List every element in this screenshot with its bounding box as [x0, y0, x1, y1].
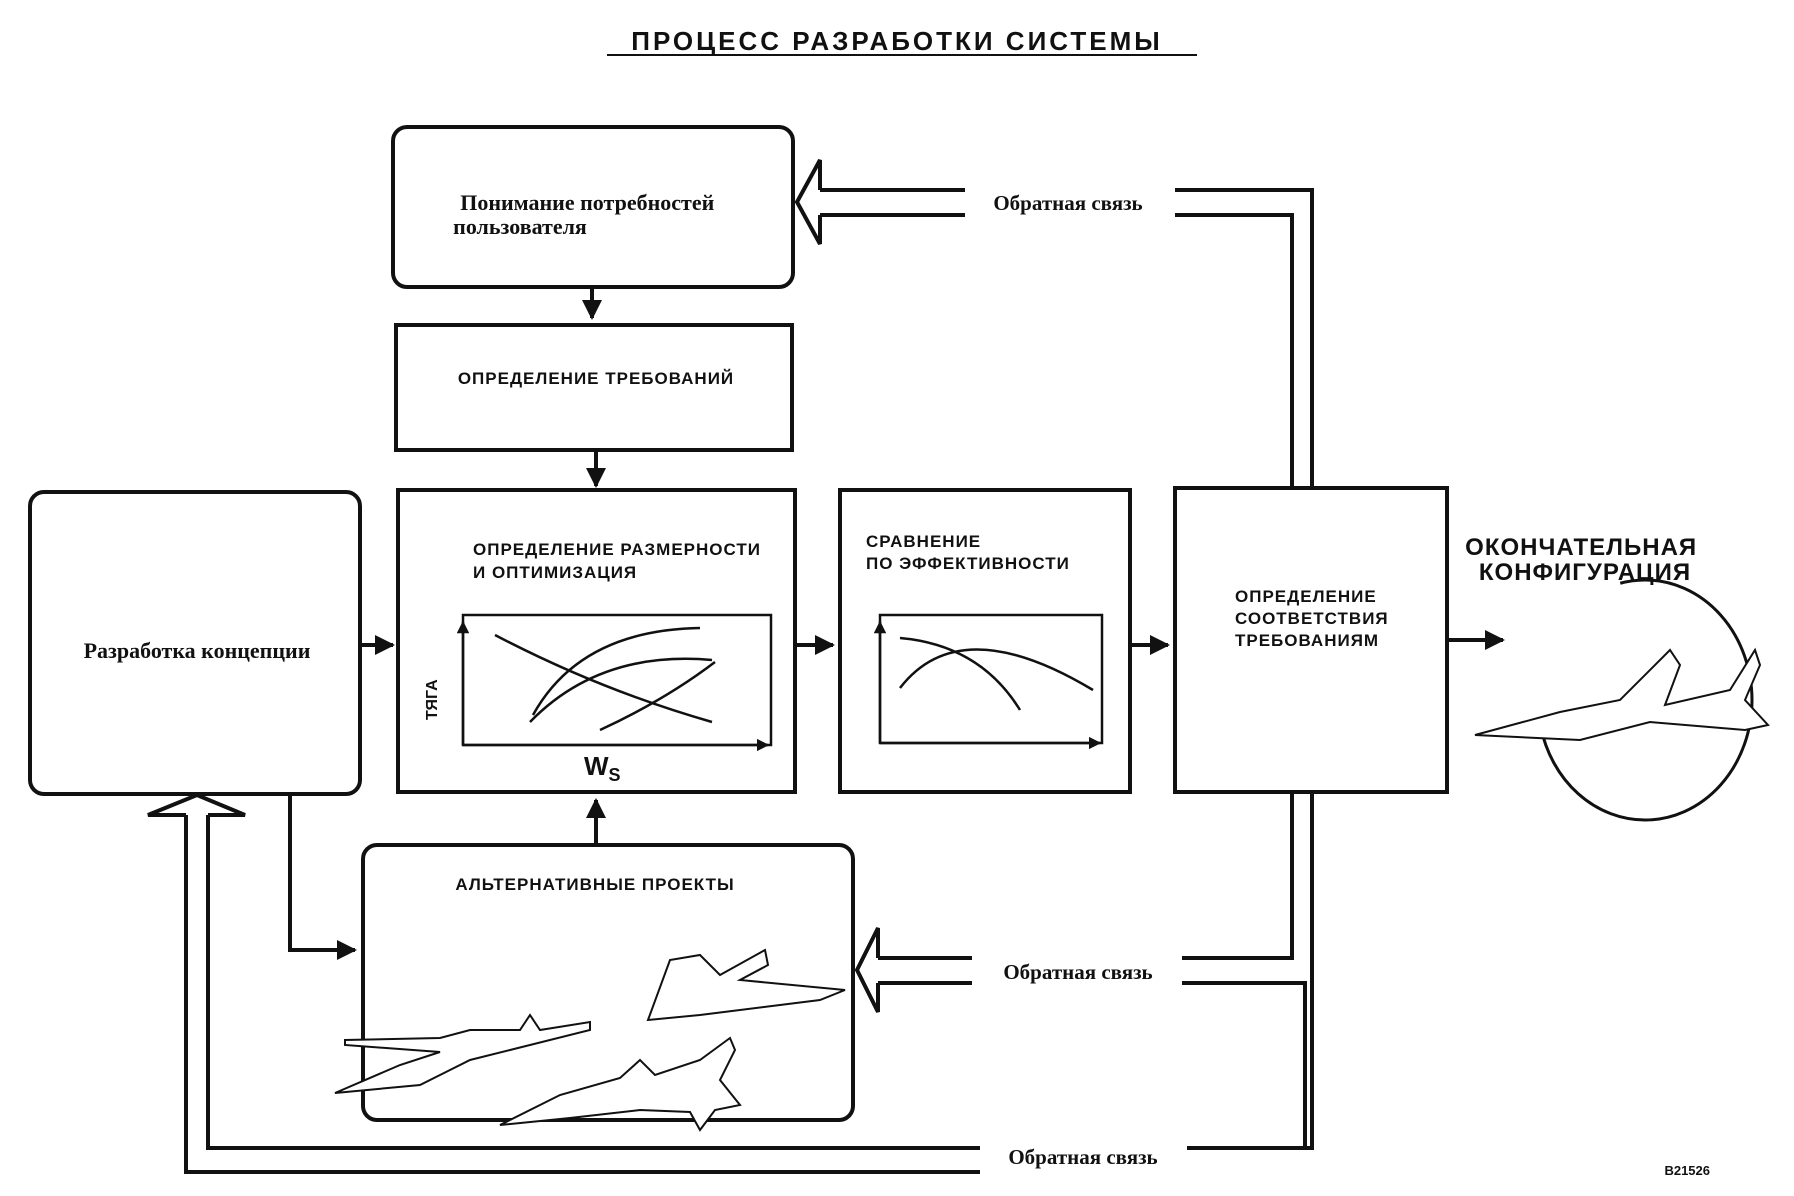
sizing-box	[396, 488, 797, 794]
diagram-title: ПРОЦЕСС РАЗРАБОТКИ СИСТЕМЫ	[631, 26, 1162, 56]
effectiveness-label: СРАВНЕНИЕ ПО ЭФФЕКТИВНОСТИ	[866, 532, 1070, 573]
sizing-y-label: ТЯГА	[424, 679, 441, 720]
aircraft-icon	[646, 948, 846, 1022]
hollow-arrow-icon	[794, 159, 822, 245]
aircraft-icon	[1474, 647, 1770, 742]
effectiveness-chart	[873, 613, 1104, 750]
concept-label: Разработка концепции	[84, 638, 311, 663]
feedback-loop-middle	[854, 792, 1314, 1150]
feedback-label-middle: Обратная связь	[1003, 960, 1152, 984]
feedback-label-top: Обратная связь	[993, 191, 1142, 215]
compliance-box	[1173, 486, 1449, 794]
hollow-arrow-icon	[147, 792, 246, 817]
figure-code: B21526	[1664, 1163, 1710, 1178]
requirements-box	[394, 323, 794, 452]
feedback-loop-top	[794, 159, 1314, 488]
requirements-label: ОПРЕДЕЛЕНИЕ ТРЕБОВАНИЙ	[458, 369, 734, 388]
arrow-icon	[288, 794, 357, 960]
aircraft-icon	[499, 1036, 742, 1132]
alternative-aircraft-group	[334, 948, 846, 1132]
compliance-label: ОПРЕДЕЛЕНИЕ СООТВЕТСТВИЯ ТРЕБОВАНИЯМ	[1235, 587, 1394, 650]
alternatives-label: АЛЬТЕРНАТИВНЫЕ ПРОЕКТЫ	[455, 875, 734, 894]
final-config-ellipse	[1536, 578, 1754, 822]
feedback-label-bottom: Обратная связь	[1008, 1145, 1157, 1169]
aircraft-icon	[334, 1013, 591, 1094]
sizing-label: ОПРЕДЕЛЕНИЕ РАЗМЕРНОСТИ И ОПТИМИЗАЦИЯ	[473, 540, 767, 582]
final-config-label: ОКОНЧАТЕЛЬНАЯ КОНФИГУРАЦИЯ	[1465, 534, 1705, 586]
sizing-chart: ТЯГА WS	[424, 613, 773, 785]
user-needs-label: Понимание потребностей пользователя	[453, 190, 720, 239]
effectiveness-box	[838, 488, 1132, 794]
sizing-x-label: WS	[584, 751, 621, 785]
hollow-arrow-icon	[854, 927, 880, 1013]
